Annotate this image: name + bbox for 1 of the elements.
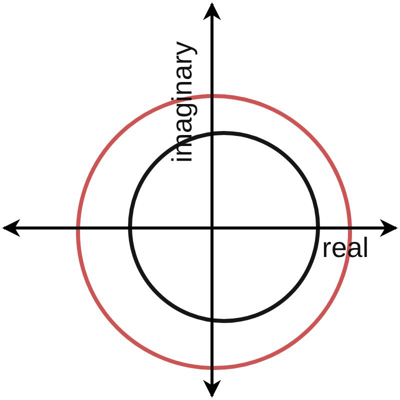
axis-label: imaginary <box>168 41 197 163</box>
